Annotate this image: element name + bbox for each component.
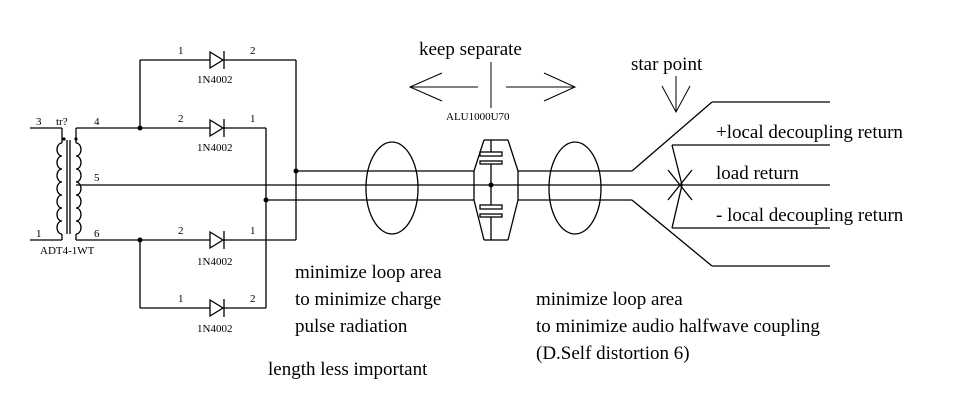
d3-pin-a: 2 bbox=[178, 225, 184, 237]
transformer-pin-4: 4 bbox=[94, 116, 100, 128]
transformer-part: ADT4-1WT bbox=[40, 245, 95, 257]
cap1-plate-top bbox=[479, 151, 503, 157]
d1-pin-b: 2 bbox=[250, 45, 256, 57]
transformer-pin-5: 5 bbox=[94, 172, 100, 184]
label-left-loop-2: to minimize charge bbox=[295, 289, 441, 310]
d2-body bbox=[209, 118, 225, 138]
label-keep-separate: keep separate bbox=[419, 39, 522, 60]
d2-pin-a: 2 bbox=[178, 113, 184, 125]
d3-body bbox=[209, 230, 225, 250]
d4-body bbox=[209, 298, 225, 318]
capacitor-block: ALU1000U70 bbox=[446, 111, 519, 241]
plus-return-diag bbox=[631, 101, 713, 172]
cap2-plate-bottom bbox=[479, 213, 503, 218]
label-plus-local: +local decoupling return bbox=[716, 122, 903, 143]
primary-dot bbox=[62, 137, 66, 141]
arrow-right-icon bbox=[543, 72, 577, 102]
cap-right-lower-diag bbox=[507, 199, 519, 241]
d3-pin-b: 1 bbox=[250, 225, 256, 237]
transformer: 3 1 tr? 4 5 6 ADT4-1WT bbox=[30, 116, 100, 257]
primary-winding bbox=[56, 142, 63, 235]
d3-part: 1N4002 bbox=[197, 256, 232, 268]
minus-return-diag bbox=[631, 199, 713, 267]
star-point-cross-b bbox=[667, 169, 693, 201]
transformer-pin-6: 6 bbox=[94, 228, 100, 240]
arrow-left-icon bbox=[408, 72, 443, 102]
d2-pin-b: 1 bbox=[250, 113, 256, 125]
diode-d1: 1 2 1N4002 bbox=[140, 45, 296, 86]
label-load-return: load return bbox=[716, 163, 799, 184]
cap2-plate-top bbox=[479, 204, 503, 210]
d1-part: 1N4002 bbox=[197, 74, 232, 86]
label-right-loop-3: (D.Self distortion 6) bbox=[536, 343, 690, 364]
minus-local-decoupling-diag bbox=[671, 184, 683, 229]
d1-pin-a: 1 bbox=[178, 45, 184, 57]
junction-cap-mid bbox=[488, 182, 494, 188]
label-right-loop-2: to minimize audio halfwave coupling bbox=[536, 316, 820, 337]
junction-negative bbox=[263, 197, 269, 203]
label-star-point: star point bbox=[631, 54, 703, 75]
d1-body bbox=[209, 50, 225, 70]
plus-local-decoupling-diag bbox=[671, 144, 683, 186]
label-minus-local: - local decoupling return bbox=[716, 205, 904, 226]
diode-d2: 2 1 1N4002 bbox=[140, 113, 266, 154]
label-left-loop-3: pulse radiation bbox=[295, 316, 408, 337]
cap-left-upper-diag bbox=[473, 139, 485, 172]
left-loop-oval bbox=[365, 141, 419, 235]
d2-part: 1N4002 bbox=[197, 142, 232, 154]
diode-d3: 2 1 1N4002 bbox=[140, 225, 296, 268]
cap1-plate-bottom bbox=[479, 160, 503, 165]
keep-separate-arrows bbox=[408, 62, 577, 108]
star-point-arrow bbox=[661, 76, 691, 114]
d4-pin-a: 1 bbox=[178, 293, 184, 305]
cap-right-upper-diag bbox=[507, 139, 519, 172]
junction-positive bbox=[293, 168, 299, 174]
d4-part: 1N4002 bbox=[197, 323, 232, 335]
secondary-winding bbox=[75, 142, 82, 235]
label-left-loop-1: minimize loop area bbox=[295, 262, 442, 283]
right-loop-oval bbox=[548, 141, 602, 235]
label-right-loop-1: minimize loop area bbox=[536, 289, 683, 310]
transformer-pin-1: 1 bbox=[36, 228, 42, 240]
diode-d4: 1 2 1N4002 bbox=[140, 293, 266, 335]
transformer-pin-3: 3 bbox=[36, 116, 42, 128]
d4-pin-b: 2 bbox=[250, 293, 256, 305]
cap-left-lower-diag bbox=[473, 199, 485, 241]
transformer-ref: tr? bbox=[56, 116, 68, 128]
capacitor-part: ALU1000U70 bbox=[446, 111, 510, 123]
label-length: length less important bbox=[268, 359, 428, 380]
arrow-down-icon bbox=[661, 85, 691, 114]
